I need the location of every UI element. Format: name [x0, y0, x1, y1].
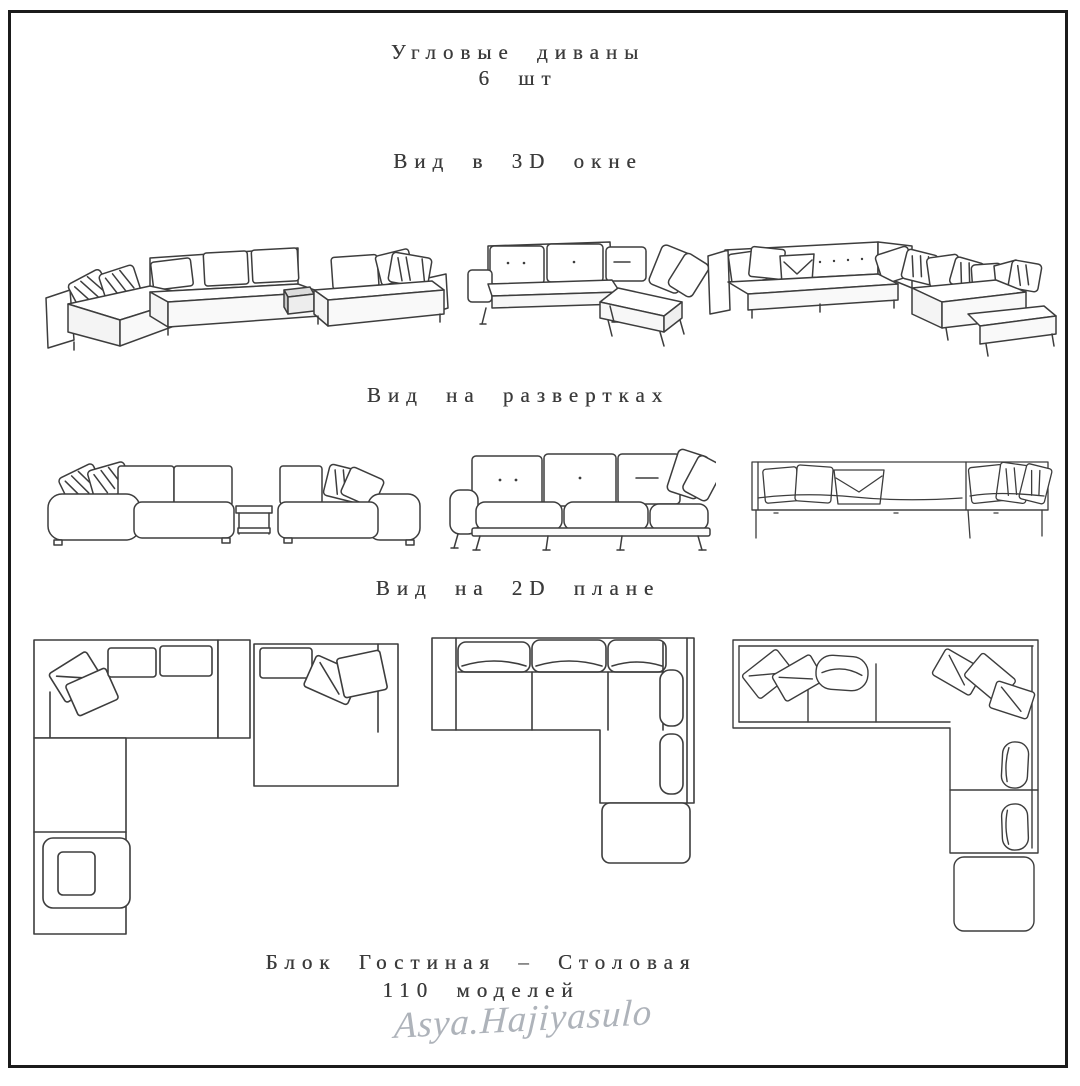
plan-l-sofa-armchair-drawing: [26, 632, 402, 936]
section-title-elevations: Вид на развертках: [366, 383, 670, 407]
page-border-frame: [8, 10, 1068, 1068]
footer-models-count: 110 моделей: [382, 978, 580, 1002]
elevation-sofa-low-frame-drawing: [744, 450, 1060, 554]
sofa-3d-pillows-chaise-drawing: [700, 228, 1070, 374]
sofa-3d-modular-left-drawing: [40, 240, 450, 370]
page-count: 6 шт: [478, 66, 558, 90]
section-title-plan: Вид на 2D плане: [375, 576, 661, 600]
elevation-sofa-side-table-drawing: [44, 444, 424, 558]
sofa-3d-l-shape-tufted-drawing: [462, 236, 714, 368]
author-signature: Asya.Hajiyasulo: [392, 992, 654, 1047]
footer-block-title: Блок Гостиная – Столовая: [265, 950, 697, 974]
plan-l-sofa-ottoman-drawing: [428, 634, 704, 866]
elevation-sofa-tufted-drawing: [446, 446, 716, 558]
section-title-3d: Вид в 3D окне: [393, 149, 643, 173]
plan-l-sofa-pillows-ottoman-drawing: [728, 634, 1044, 938]
page-title: Угловые диваны: [390, 40, 646, 64]
